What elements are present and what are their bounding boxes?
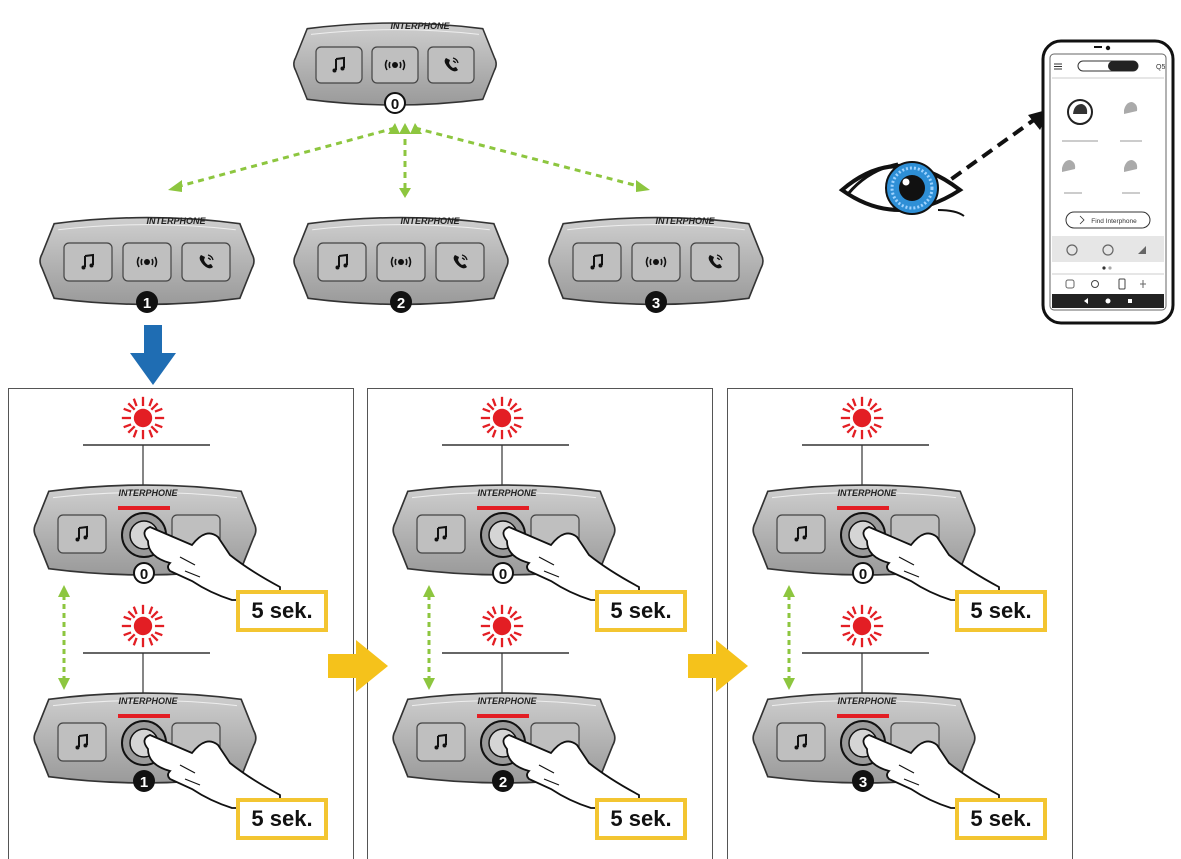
- led-flash-icon: [120, 603, 166, 649]
- unit-number: 0: [859, 566, 867, 583]
- yellow-next-arrow: [328, 640, 388, 692]
- yellow-next-arrow: [688, 640, 748, 692]
- led-flash-icon: [839, 395, 885, 441]
- smartphone-icon: Q5 Find Interphone: [1040, 38, 1176, 326]
- unit-number: 1: [143, 295, 151, 312]
- unit-number: 3: [859, 774, 867, 791]
- pairing-branch-arrows: [168, 123, 650, 198]
- pair-link-arrow: [423, 585, 435, 690]
- unit-number: 0: [140, 566, 148, 583]
- eye-icon: [838, 150, 970, 230]
- unit-number: 2: [499, 774, 507, 791]
- brand-logo: INTERPHONE: [837, 696, 897, 706]
- timer-5s-lower-step1: 5 sek.: [236, 798, 328, 840]
- timer-5s-upper-step2: 5 sek.: [595, 590, 687, 632]
- led-flash-icon: [479, 603, 525, 649]
- step-1-diagram: INTERPHONE 0 INTERPHONE: [20, 395, 340, 850]
- brand-logo: INTERPHONE: [477, 696, 537, 706]
- unit-number: 2: [397, 295, 405, 312]
- brand-logo: INTERPHONE: [477, 488, 537, 498]
- brand-logo: INTERPHONE: [118, 488, 178, 498]
- intercom-unit-2: INTERPHONE 2: [290, 200, 512, 322]
- timer-5s-lower-step3: 5 sek.: [955, 798, 1047, 840]
- led-flash-icon: [479, 395, 525, 441]
- blue-down-arrow: [130, 325, 176, 385]
- unit-number: 0: [499, 566, 507, 583]
- intercom-unit-1: INTERPHONE 1: [36, 200, 258, 322]
- brand-logo: INTERPHONE: [146, 216, 206, 226]
- intercom-unit-3: INTERPHONE 3: [545, 200, 767, 322]
- svg-text:Q5: Q5: [1156, 64, 1165, 71]
- timer-5s-lower-step2: 5 sek.: [595, 798, 687, 840]
- timer-5s-upper-step3: 5 sek.: [955, 590, 1047, 632]
- unit-number: 3: [652, 295, 660, 312]
- pair-link-arrow: [783, 585, 795, 690]
- led-flash-icon: [839, 603, 885, 649]
- intercom-unit-0: INTERPHONE 0: [290, 5, 500, 123]
- unit-number: 1: [140, 774, 148, 791]
- step-3-diagram: INTERPHONE 0 INTERPHONE 3: [739, 395, 1059, 850]
- brand-logo: INTERPHONE: [837, 488, 897, 498]
- find-button-label: Find Interphone: [1091, 218, 1137, 225]
- timer-5s-upper-step1: 5 sek.: [236, 590, 328, 632]
- brand-logo: INTERPHONE: [390, 21, 450, 31]
- unit-number: 0: [391, 96, 399, 113]
- led-flash-icon: [120, 395, 166, 441]
- pair-link-arrow: [58, 585, 70, 690]
- brand-logo: INTERPHONE: [400, 216, 460, 226]
- brand-logo: INTERPHONE: [655, 216, 715, 226]
- brand-logo: INTERPHONE: [118, 696, 178, 706]
